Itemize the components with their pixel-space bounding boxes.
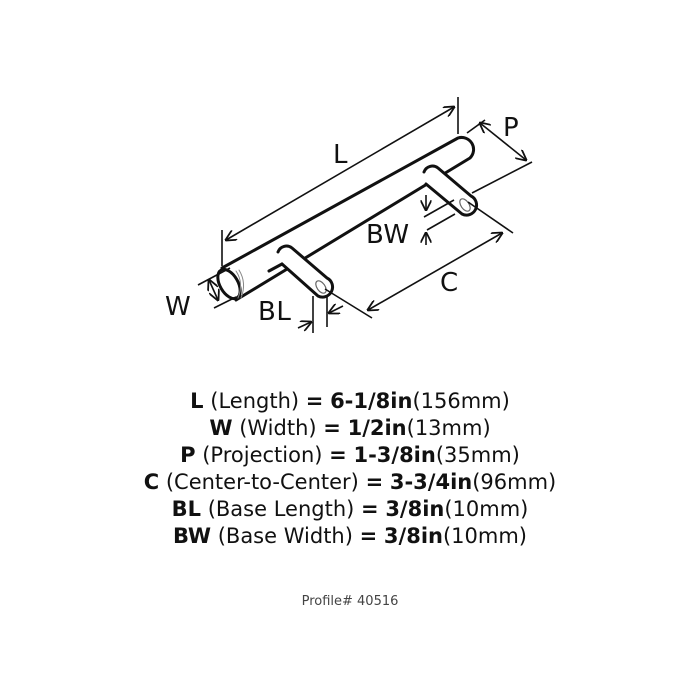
spec-base-length: BL (Base Length) = 3/8in(10mm)	[171, 497, 529, 521]
label-length: L	[333, 140, 348, 170]
spec-width: W (Width) = 1/2in(13mm)	[209, 416, 491, 440]
spec-length: L (Length) = 6-1/8in(156mm)	[190, 389, 510, 413]
spec-base-width: BW (Base Width) = 3/8in(10mm)	[173, 524, 527, 548]
right-post	[422, 164, 479, 217]
specifications-list: L (Length) = 6-1/8in(156mm) W (Width) = …	[0, 388, 700, 550]
label-center-to-center: C	[440, 268, 459, 298]
left-post	[276, 244, 335, 299]
label-width: W	[165, 292, 192, 322]
label-base-width: BW	[366, 220, 410, 250]
spec-projection: P (Projection) = 1-3/8in(35mm)	[180, 443, 520, 467]
label-projection: P	[503, 113, 520, 143]
spec-center-to-center: C (Center-to-Center) = 3-3/4in(96mm)	[143, 470, 557, 494]
bar-pull-dimension-diagram	[197, 97, 533, 333]
dimension-lines	[197, 97, 533, 333]
label-base-length: BL	[258, 297, 292, 327]
profile-number: Profile# 40516	[301, 594, 399, 609]
bar-left-end-cap	[216, 267, 242, 301]
